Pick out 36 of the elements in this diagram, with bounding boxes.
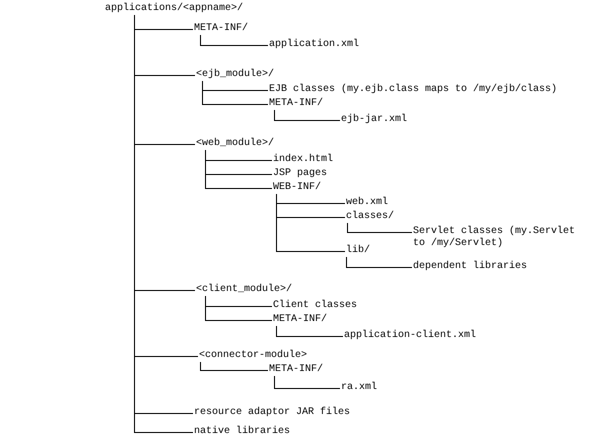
path-label: META-INF/	[193, 23, 250, 35]
path-label: JSP pages	[272, 168, 328, 180]
path-label: index.html	[272, 154, 334, 166]
path-label: <connector-module>	[198, 350, 308, 362]
path-label: applications/<appname>/	[104, 3, 244, 15]
path-label: resource adaptor JAR files	[193, 407, 352, 419]
path-label: web.xml	[345, 197, 390, 209]
path-label: EJB classes (my.ejb.class maps to /my/ejb/class)	[268, 84, 558, 96]
tree-connector	[274, 110, 340, 121]
path-label: lib/	[345, 245, 372, 257]
path-label: META-INF/	[272, 314, 328, 326]
path-label: META-INF/	[268, 364, 324, 376]
path-label: ra.xml	[340, 382, 378, 394]
tree-connector	[276, 194, 346, 252]
path-label: Client classes	[272, 300, 358, 312]
tree-connector	[205, 150, 272, 189]
tree-connector	[274, 376, 340, 389]
tree-connector	[200, 362, 268, 371]
tree-connector	[202, 80, 268, 105]
path-label: dependent libraries	[412, 261, 528, 273]
path-label: Servlet classes (my.Servlet to /my/Servlet)	[412, 226, 580, 250]
tree-connector	[346, 256, 412, 268]
tree-connector	[276, 326, 344, 337]
path-label: application-client.xml	[343, 330, 478, 342]
path-label: WEB-INF/	[272, 182, 322, 194]
path-label: application.xml	[268, 39, 360, 51]
path-label: <web_module>/	[195, 138, 276, 150]
path-label: ejb-jar.xml	[340, 114, 408, 126]
path-label: <ejb_module>/	[195, 69, 276, 81]
path-label: META-INF/	[268, 98, 324, 110]
tree-connector	[205, 296, 272, 321]
tree-connector	[200, 34, 268, 46]
path-label: <client_module>/	[195, 284, 294, 296]
tree-connector	[347, 222, 412, 233]
path-label: classes/	[345, 211, 396, 223]
path-label: native libraries	[193, 426, 292, 438]
